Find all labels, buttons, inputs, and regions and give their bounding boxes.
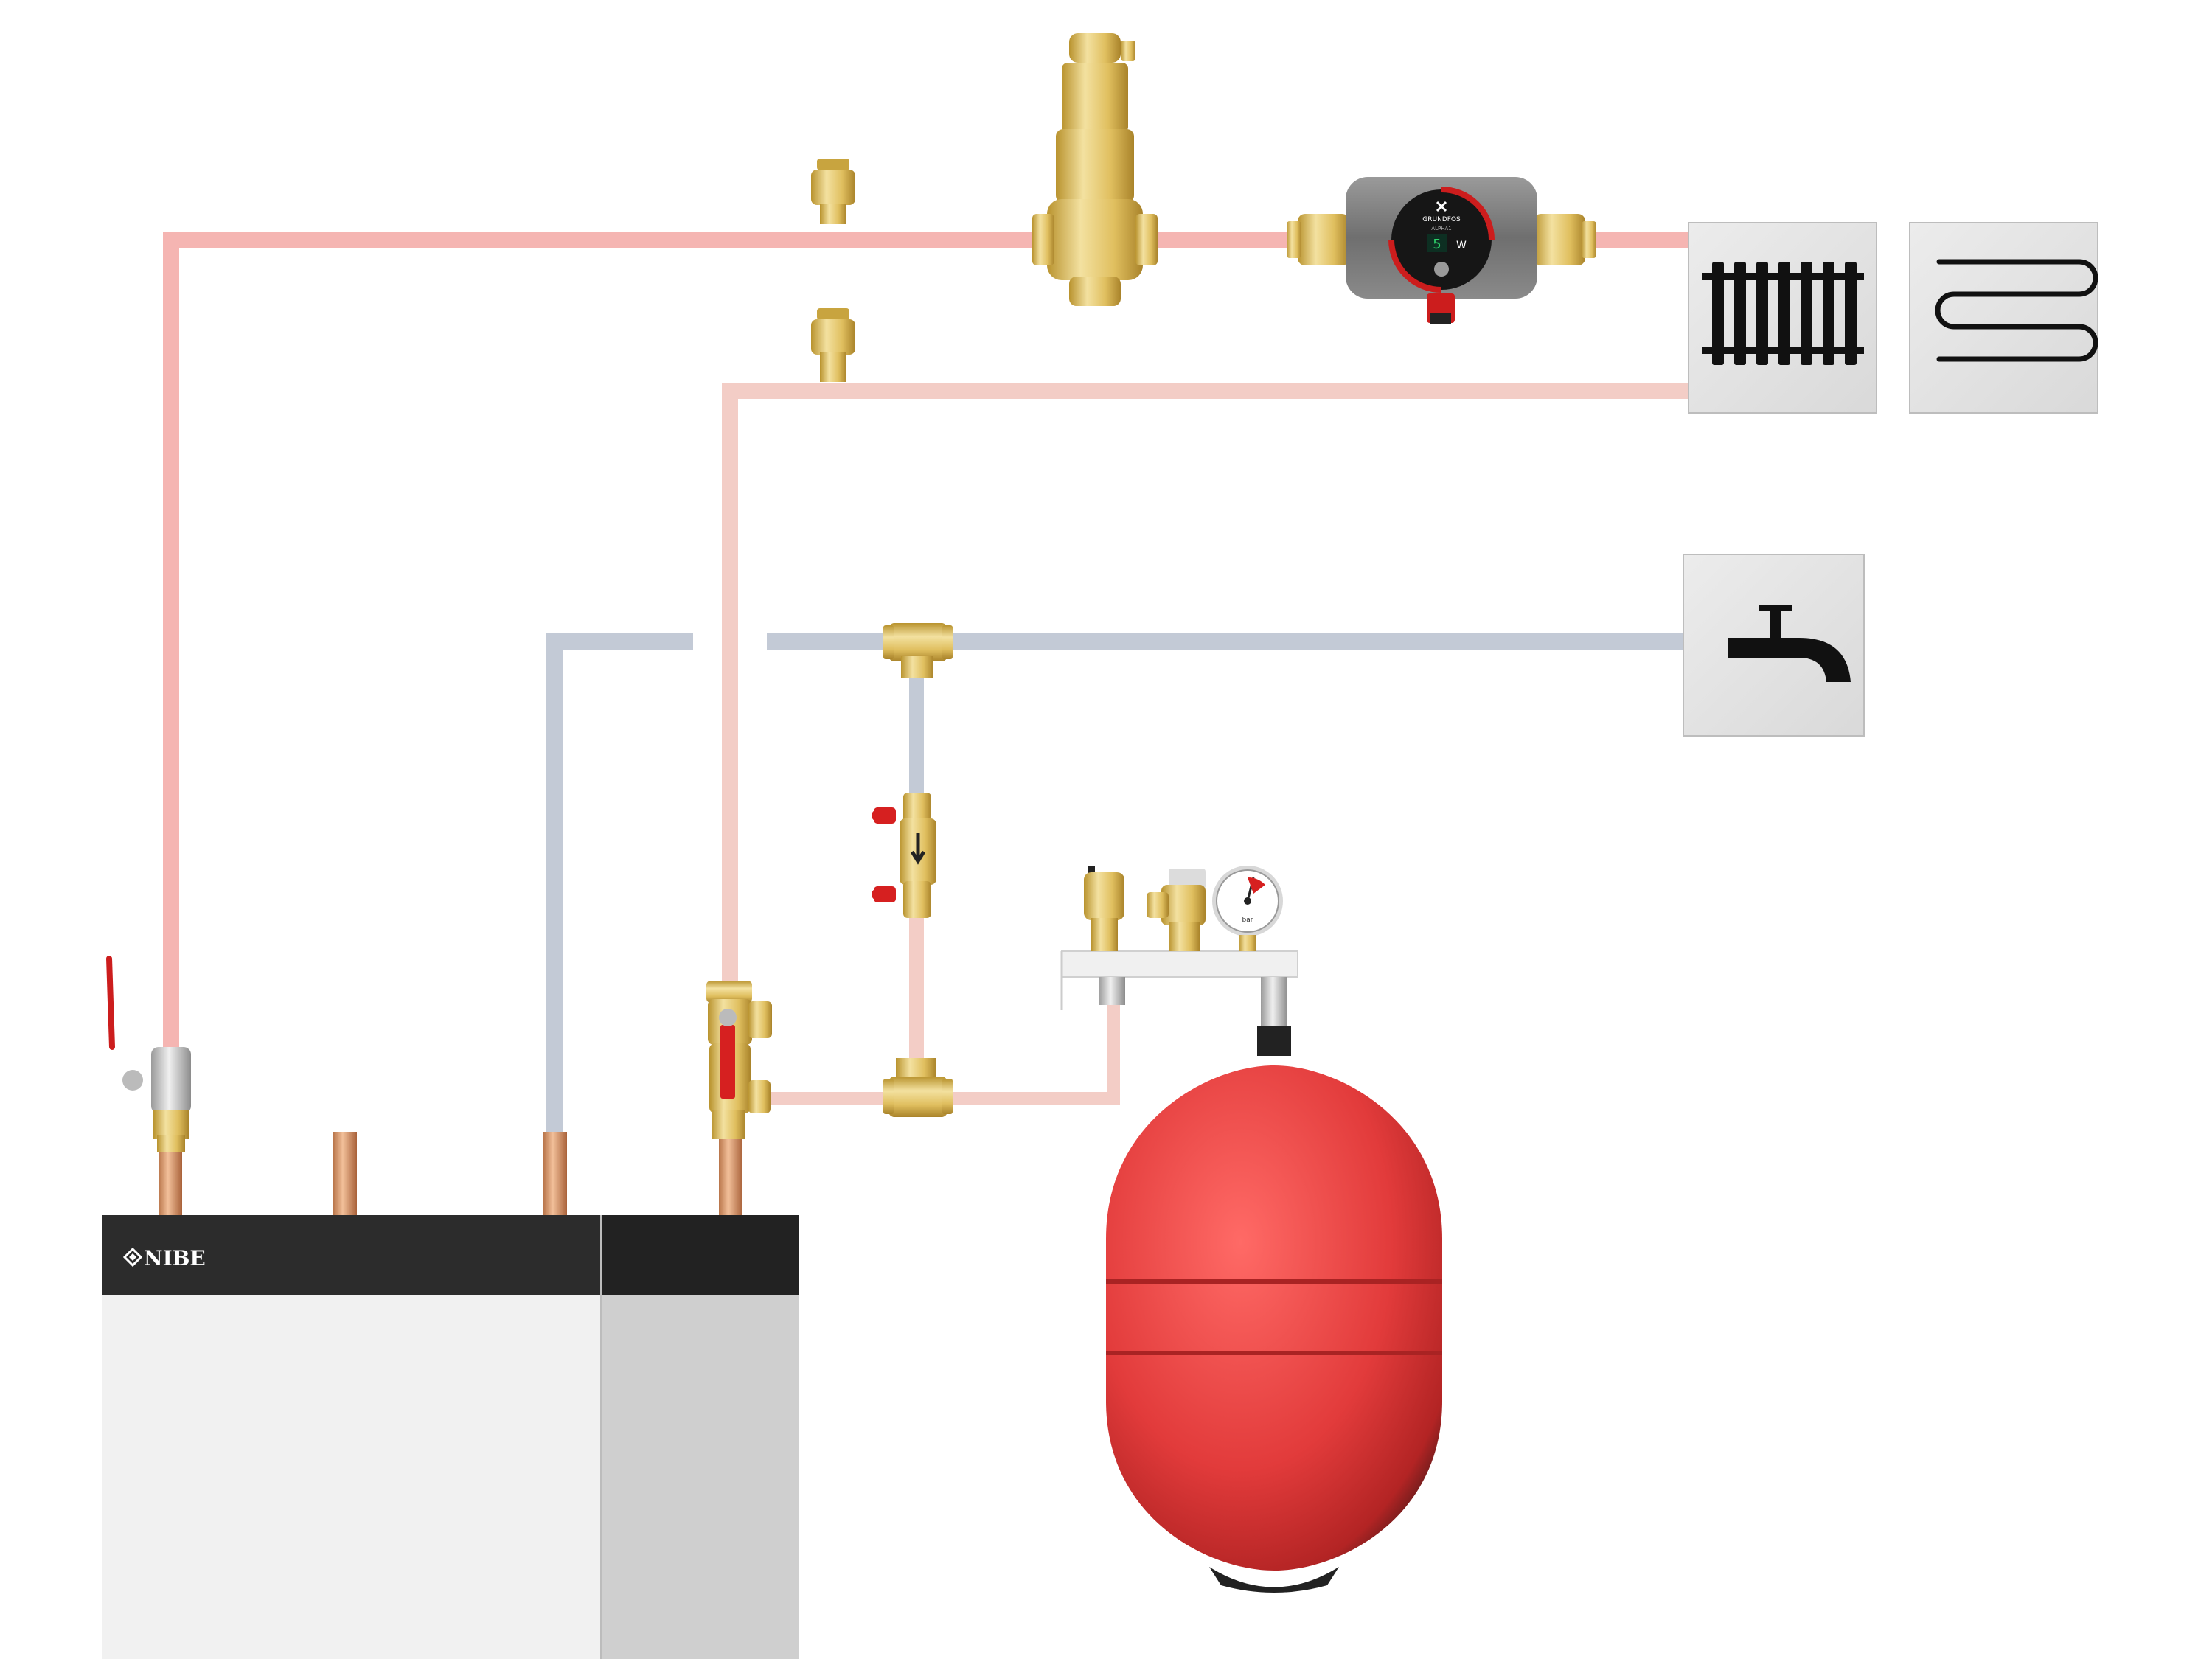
- heat-pump-brand: NIBE: [144, 1246, 206, 1270]
- heat-pump-front: [102, 1295, 601, 1659]
- shutoff-valve-supply[interactable]: [106, 956, 191, 1152]
- return-valve-assembly: [706, 981, 772, 1139]
- heat-pump-side: [601, 1295, 799, 1659]
- heat-pump-top-side: [601, 1215, 799, 1295]
- pump-display: [1427, 234, 1447, 252]
- copper-stub-4: [719, 1139, 742, 1217]
- air-vent-return: [811, 308, 855, 382]
- supply-pipe: [163, 232, 1688, 1091]
- expansion-pipe: [767, 995, 1120, 1105]
- expansion-vessel: [1106, 1026, 1442, 1593]
- underfloor-tile: [1909, 222, 2098, 414]
- pump-button[interactable]: [1434, 262, 1449, 276]
- dirt-separator: [1032, 33, 1158, 306]
- vessel-body: [1106, 1065, 1442, 1571]
- pump-display-unit: W: [1456, 240, 1467, 251]
- grundfos-x-icon: [1436, 201, 1447, 212]
- pipework: [163, 232, 1688, 1150]
- tee-fitting-return: [883, 1058, 953, 1117]
- safety-air-vent: [1084, 866, 1124, 951]
- safety-relief-valve: [1147, 869, 1206, 951]
- pressure-gauge: bar: [1212, 866, 1283, 951]
- tee-fitting-cold: [883, 623, 953, 678]
- circulation-pump: GRUNDFOS ALPHA1 5 W: [1287, 177, 1596, 324]
- safety-group: bar: [1060, 866, 1298, 1029]
- air-vent-supply: [811, 159, 855, 224]
- fill-valve-handle-upper[interactable]: [872, 807, 896, 824]
- fill-valve-handle-lower[interactable]: [872, 886, 896, 902]
- heat-pump-unit: NIBE: [102, 1132, 799, 1659]
- pressure-gauge-unit: bar: [1242, 917, 1253, 924]
- pump-brand: GRUNDFOS: [1422, 216, 1461, 223]
- radiator-tile: [1688, 222, 1877, 414]
- filling-valve-assembly: [872, 793, 936, 918]
- tap-icon: [1728, 605, 1851, 682]
- nibe-diamond-icon: [122, 1247, 143, 1267]
- return-valve-handle[interactable]: [720, 1025, 735, 1099]
- safety-manifold: [1061, 950, 1298, 978]
- hot-water-tile: [1683, 554, 1865, 737]
- svg-text:5: 5: [1433, 237, 1441, 252]
- underfloor-coil-icon: [1935, 259, 2098, 362]
- pump-model: ALPHA1: [1431, 226, 1451, 232]
- copper-stub-1: [159, 1150, 182, 1217]
- copper-stub-2: [333, 1132, 357, 1217]
- copper-stub-3: [543, 1132, 567, 1217]
- valve-handle[interactable]: [106, 956, 115, 1050]
- return-pipe: [722, 383, 1688, 1106]
- cold-water-pipe-left: [546, 633, 693, 1150]
- radiator-icon: [1702, 262, 1864, 365]
